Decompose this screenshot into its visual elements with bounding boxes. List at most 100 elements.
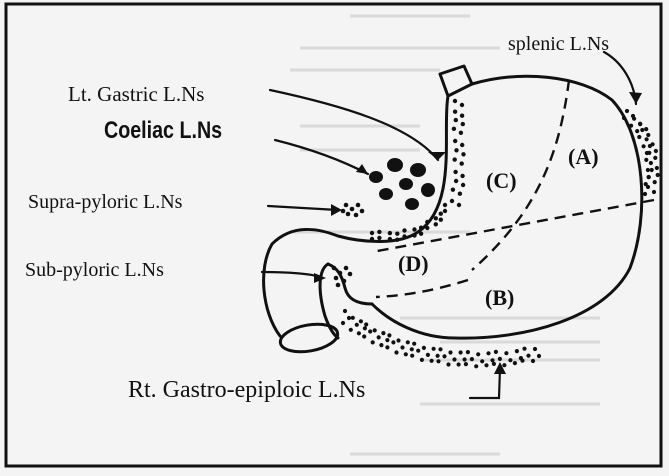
node-dot: [443, 203, 447, 207]
node-dot: [484, 363, 488, 367]
node-dot: [362, 334, 366, 338]
region-c-label: (C): [486, 170, 517, 192]
node-dot: [502, 363, 506, 367]
node-dot: [420, 358, 424, 362]
node-dot: [363, 326, 367, 330]
node-dot: [453, 157, 457, 161]
region-d-label: (D): [398, 253, 429, 275]
node-dot: [461, 152, 465, 156]
supra-pyloric-nodes: [341, 203, 365, 218]
node-dot: [336, 283, 341, 288]
node-dot: [656, 173, 660, 177]
node-dot: [360, 209, 365, 214]
node-dot: [537, 354, 541, 358]
node-dot: [381, 331, 385, 335]
node-dot: [625, 109, 629, 113]
node-dot: [351, 316, 355, 320]
node-dot: [371, 340, 375, 344]
node-dot: [452, 127, 456, 131]
stomach-outline: [264, 66, 642, 356]
node-dot: [458, 192, 462, 196]
node-dot: [644, 127, 648, 131]
node-dot: [346, 212, 351, 217]
node-dot: [395, 232, 399, 236]
node-dot: [646, 133, 650, 137]
node-dot: [379, 343, 383, 347]
node-dot: [480, 359, 484, 363]
node-dot: [460, 103, 464, 107]
node-dot: [463, 357, 467, 361]
node-dot: [640, 128, 644, 132]
node-dot: [426, 353, 430, 357]
node-dot: [402, 234, 406, 238]
node-dot: [354, 213, 359, 218]
node-dot: [632, 117, 636, 121]
node-dot: [453, 110, 457, 114]
node-dot: [434, 222, 438, 226]
node-dot: [432, 347, 436, 351]
lt-gastric-nodes: [450, 99, 466, 207]
node-dot: [396, 338, 400, 342]
node-dot: [388, 231, 392, 235]
node-dot: [370, 237, 374, 241]
node-dot: [377, 335, 381, 339]
region-a-label: (A): [568, 146, 599, 168]
node-dot: [355, 323, 359, 327]
node-dot: [451, 188, 455, 192]
node-dot: [425, 226, 429, 230]
node-dot: [646, 168, 650, 172]
node-dot: [459, 131, 463, 135]
node-dot: [515, 349, 519, 353]
node-dot: [412, 233, 416, 237]
node-dot: [647, 151, 651, 155]
node-dot: [341, 321, 345, 325]
node-dot: [349, 328, 353, 332]
node-dot: [653, 156, 657, 160]
node-dot: [533, 347, 537, 351]
node-dot: [439, 212, 443, 216]
node-dot: [649, 161, 653, 165]
node-dot: [419, 232, 423, 236]
node-dot: [436, 354, 440, 358]
node-dot: [654, 149, 658, 153]
node-dot: [419, 226, 423, 230]
node-dot: [359, 319, 363, 323]
node-dot: [464, 362, 468, 366]
node-dot: [343, 309, 347, 313]
region-b-label: (B): [485, 287, 514, 309]
rt-gastro-epiploic-label: Rt. Gastro-epiploic L.Ns: [128, 378, 365, 402]
node-dot: [332, 266, 337, 271]
node-dot: [645, 137, 649, 141]
node-dot: [373, 328, 377, 332]
node-dot: [422, 346, 426, 350]
node-dot: [394, 350, 398, 354]
node-dot: [470, 357, 474, 361]
node-dot: [388, 237, 392, 241]
node-dot: [486, 351, 490, 355]
node-dot: [504, 351, 508, 355]
node-dot: [648, 144, 652, 148]
node-dot: [652, 190, 656, 194]
node-dot: [348, 272, 353, 277]
node-dot: [338, 271, 343, 276]
node-dot: [425, 220, 429, 224]
node-dot: [644, 158, 648, 162]
splenic-label: splenic L.Ns: [508, 34, 609, 54]
node-dot: [460, 114, 464, 118]
node-dot: [357, 331, 361, 335]
node-dot: [454, 148, 458, 152]
node-dot: [460, 143, 464, 147]
sub-pyloric-label: Sub-pyloric L.Ns: [25, 260, 164, 280]
node-dot: [377, 230, 381, 234]
node-dot: [461, 183, 465, 187]
node-dot: [526, 354, 530, 358]
node-dot: [460, 161, 464, 165]
node-dot: [342, 279, 347, 284]
arrows: [262, 52, 636, 398]
node-dot: [637, 135, 641, 139]
node-dot: [655, 166, 659, 170]
node-dot: [410, 354, 414, 358]
node-dot: [439, 218, 443, 222]
node-dot: [622, 116, 626, 120]
